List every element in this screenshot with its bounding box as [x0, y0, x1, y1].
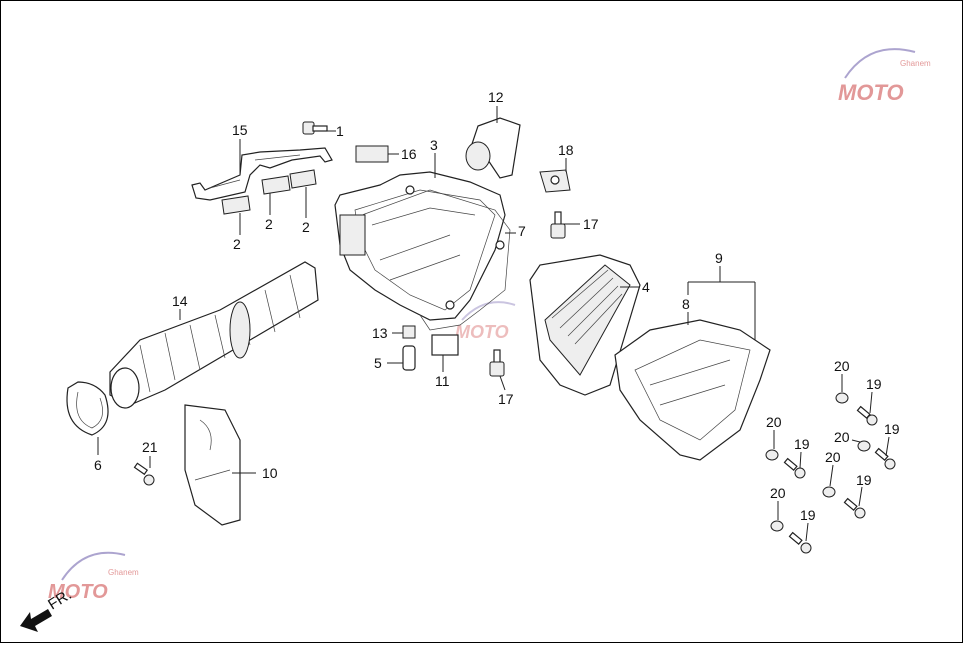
callout-6: 6: [94, 457, 102, 473]
callout-20a: 20: [834, 358, 850, 374]
callout-15: 15: [232, 122, 248, 138]
part-8-airbox-lower: [614, 319, 771, 461]
callout-19b: 19: [794, 436, 810, 452]
part-3-airbox-upper: [334, 171, 506, 321]
part-13-clip: [402, 325, 416, 339]
callout-13: 13: [372, 325, 388, 341]
callout-18: 18: [558, 142, 574, 158]
watermark-logo-bottom: MOTO Ghanem: [48, 551, 139, 603]
callout-11: 11: [435, 373, 450, 389]
callout-2c: 2: [302, 219, 310, 235]
watermark-logo-top: MOTO Ghanem: [838, 48, 931, 105]
watermark-sub-top: Ghanem: [900, 59, 931, 68]
part-2-pads: [221, 169, 317, 215]
callout-10: 10: [262, 465, 278, 481]
callout-9: 9: [715, 250, 723, 266]
watermark-text-top: MOTO: [838, 80, 904, 105]
callout-20b: 20: [766, 414, 782, 430]
part-11-drain-tube: [431, 334, 459, 356]
part-15-bracket: [191, 147, 333, 201]
part-5-sleeve: [402, 345, 416, 371]
part-20-grommets: [765, 392, 871, 532]
callout-21: 21: [142, 439, 158, 455]
callout-5: 5: [374, 355, 382, 371]
callout-16: 16: [401, 146, 417, 162]
callout-20e: 20: [770, 485, 786, 501]
watermark-text-bottom: MOTO: [48, 581, 108, 603]
callout-4: 4: [642, 279, 650, 295]
part-21-bolt: [133, 462, 155, 486]
callout-19e: 19: [800, 507, 816, 523]
callout-12: 12: [488, 89, 504, 105]
part-6-hose-clamp: [66, 381, 109, 436]
part-1-bolt: [302, 121, 328, 135]
part-12-intake-duct: [465, 117, 521, 179]
callout-17a: 17: [583, 216, 599, 232]
callout-20c: 20: [834, 429, 850, 445]
watermark-text-center: MOTO: [455, 322, 509, 342]
callout-14: 14: [172, 293, 188, 309]
part-19-bolts: [783, 405, 896, 554]
callout-19a: 19: [866, 376, 882, 392]
callout-17b: 17: [498, 391, 514, 407]
part-14-intake-hose: [109, 261, 319, 409]
watermark-logo-center: MOTO: [455, 301, 516, 342]
callout-labels: 1 2 2 2 3 4 5 6 7 8 9 10 11 12 13 14 15 …: [94, 89, 900, 523]
callout-1: 1: [336, 123, 344, 139]
callout-2b: 2: [265, 216, 273, 232]
part-17-bolt-upper: [550, 211, 566, 239]
callout-2a: 2: [233, 236, 241, 252]
callout-8: 8: [682, 296, 690, 312]
part-10-plate: [184, 404, 241, 526]
callout-19c: 19: [884, 421, 900, 437]
part-7-hose: [361, 189, 511, 331]
part-18-clip-nut: [539, 169, 571, 193]
leader-lines: [97, 106, 890, 542]
callout-20d: 20: [825, 449, 841, 465]
callout-19d: 19: [856, 472, 872, 488]
callout-7: 7: [518, 223, 526, 239]
part-17-bolt-lower: [489, 349, 505, 377]
callout-3: 3: [430, 137, 438, 153]
part-16-pad: [355, 145, 389, 163]
watermark-sub-bottom: Ghanem: [108, 568, 139, 577]
part-4-filter-element: [529, 254, 641, 396]
